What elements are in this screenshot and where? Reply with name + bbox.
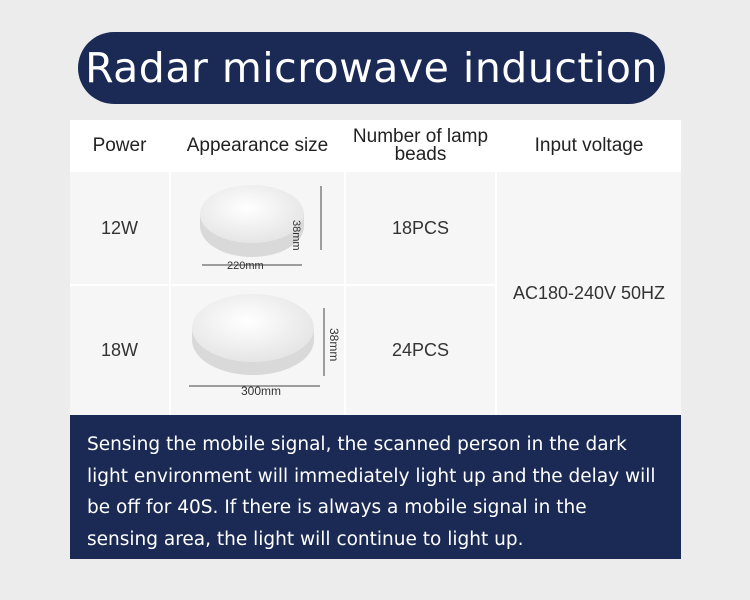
table-row-2-beads: 24PCS	[346, 286, 495, 415]
title-banner: Radar microwave induction	[78, 32, 665, 104]
header-input-voltage: Input voltage	[497, 120, 681, 172]
table-row-1-beads: 18PCS	[346, 172, 495, 284]
beads-value: 18PCS	[391, 217, 450, 238]
header-lamp-beads: Number of lamp beads	[346, 120, 495, 172]
header-appearance-label: Appearance size	[186, 135, 329, 156]
diameter-label: 300mm	[241, 384, 282, 398]
voltage-value: AC180-240V 50HZ	[512, 283, 666, 303]
description-box: Sensing the mobile signal, the scanned p…	[70, 415, 681, 559]
table-row-1-power: 12W	[70, 172, 169, 284]
diameter-label: 220mm	[227, 260, 264, 272]
height-label: 38mm	[290, 220, 302, 251]
divider	[495, 120, 497, 415]
lamp-image-small	[200, 185, 322, 266]
power-value: 12W	[100, 217, 138, 238]
voltage-cell: AC180-240V 50HZ	[497, 172, 681, 415]
header-voltage-label: Input voltage	[534, 135, 644, 156]
spec-table: Power Appearance size Number of lamp bea…	[70, 120, 681, 415]
height-label: 38mm	[327, 328, 341, 362]
table-row-2-appearance: 300mm 38mm	[171, 286, 344, 415]
table-row-1-appearance: 220mm 38mm	[171, 172, 344, 284]
lamp-image-large	[189, 294, 325, 387]
divider	[70, 284, 495, 286]
divider	[344, 120, 346, 415]
power-value: 18W	[100, 340, 138, 360]
beads-value: 24PCS	[391, 340, 450, 360]
header-appearance-size: Appearance size	[171, 120, 344, 172]
header-lamp-line1: Number of lamp	[352, 126, 489, 147]
header-lamp-line2: beads	[394, 144, 447, 165]
divider	[169, 120, 171, 415]
table-row-2-power: 18W	[70, 286, 169, 415]
description-text: Sensing the mobile signal, the scanned p…	[87, 434, 656, 550]
header-power-label: Power	[92, 135, 147, 156]
header-power: Power	[70, 120, 169, 172]
page-title: Radar microwave induction	[85, 44, 658, 92]
